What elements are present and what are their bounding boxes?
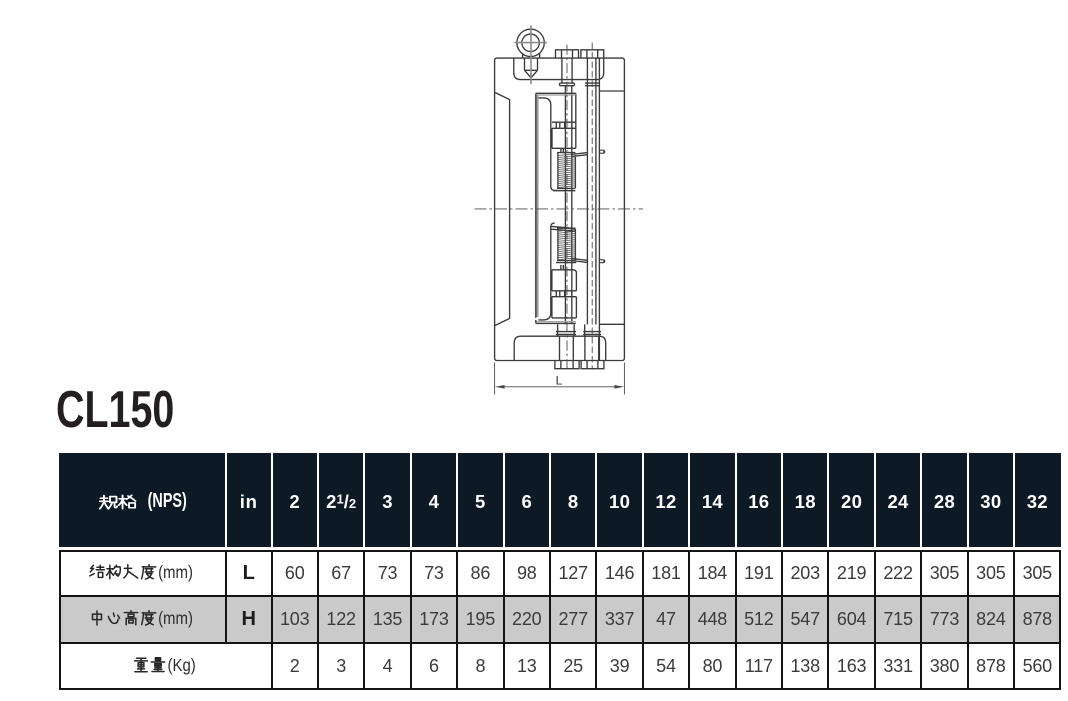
svg-text:L: L — [556, 373, 563, 387]
